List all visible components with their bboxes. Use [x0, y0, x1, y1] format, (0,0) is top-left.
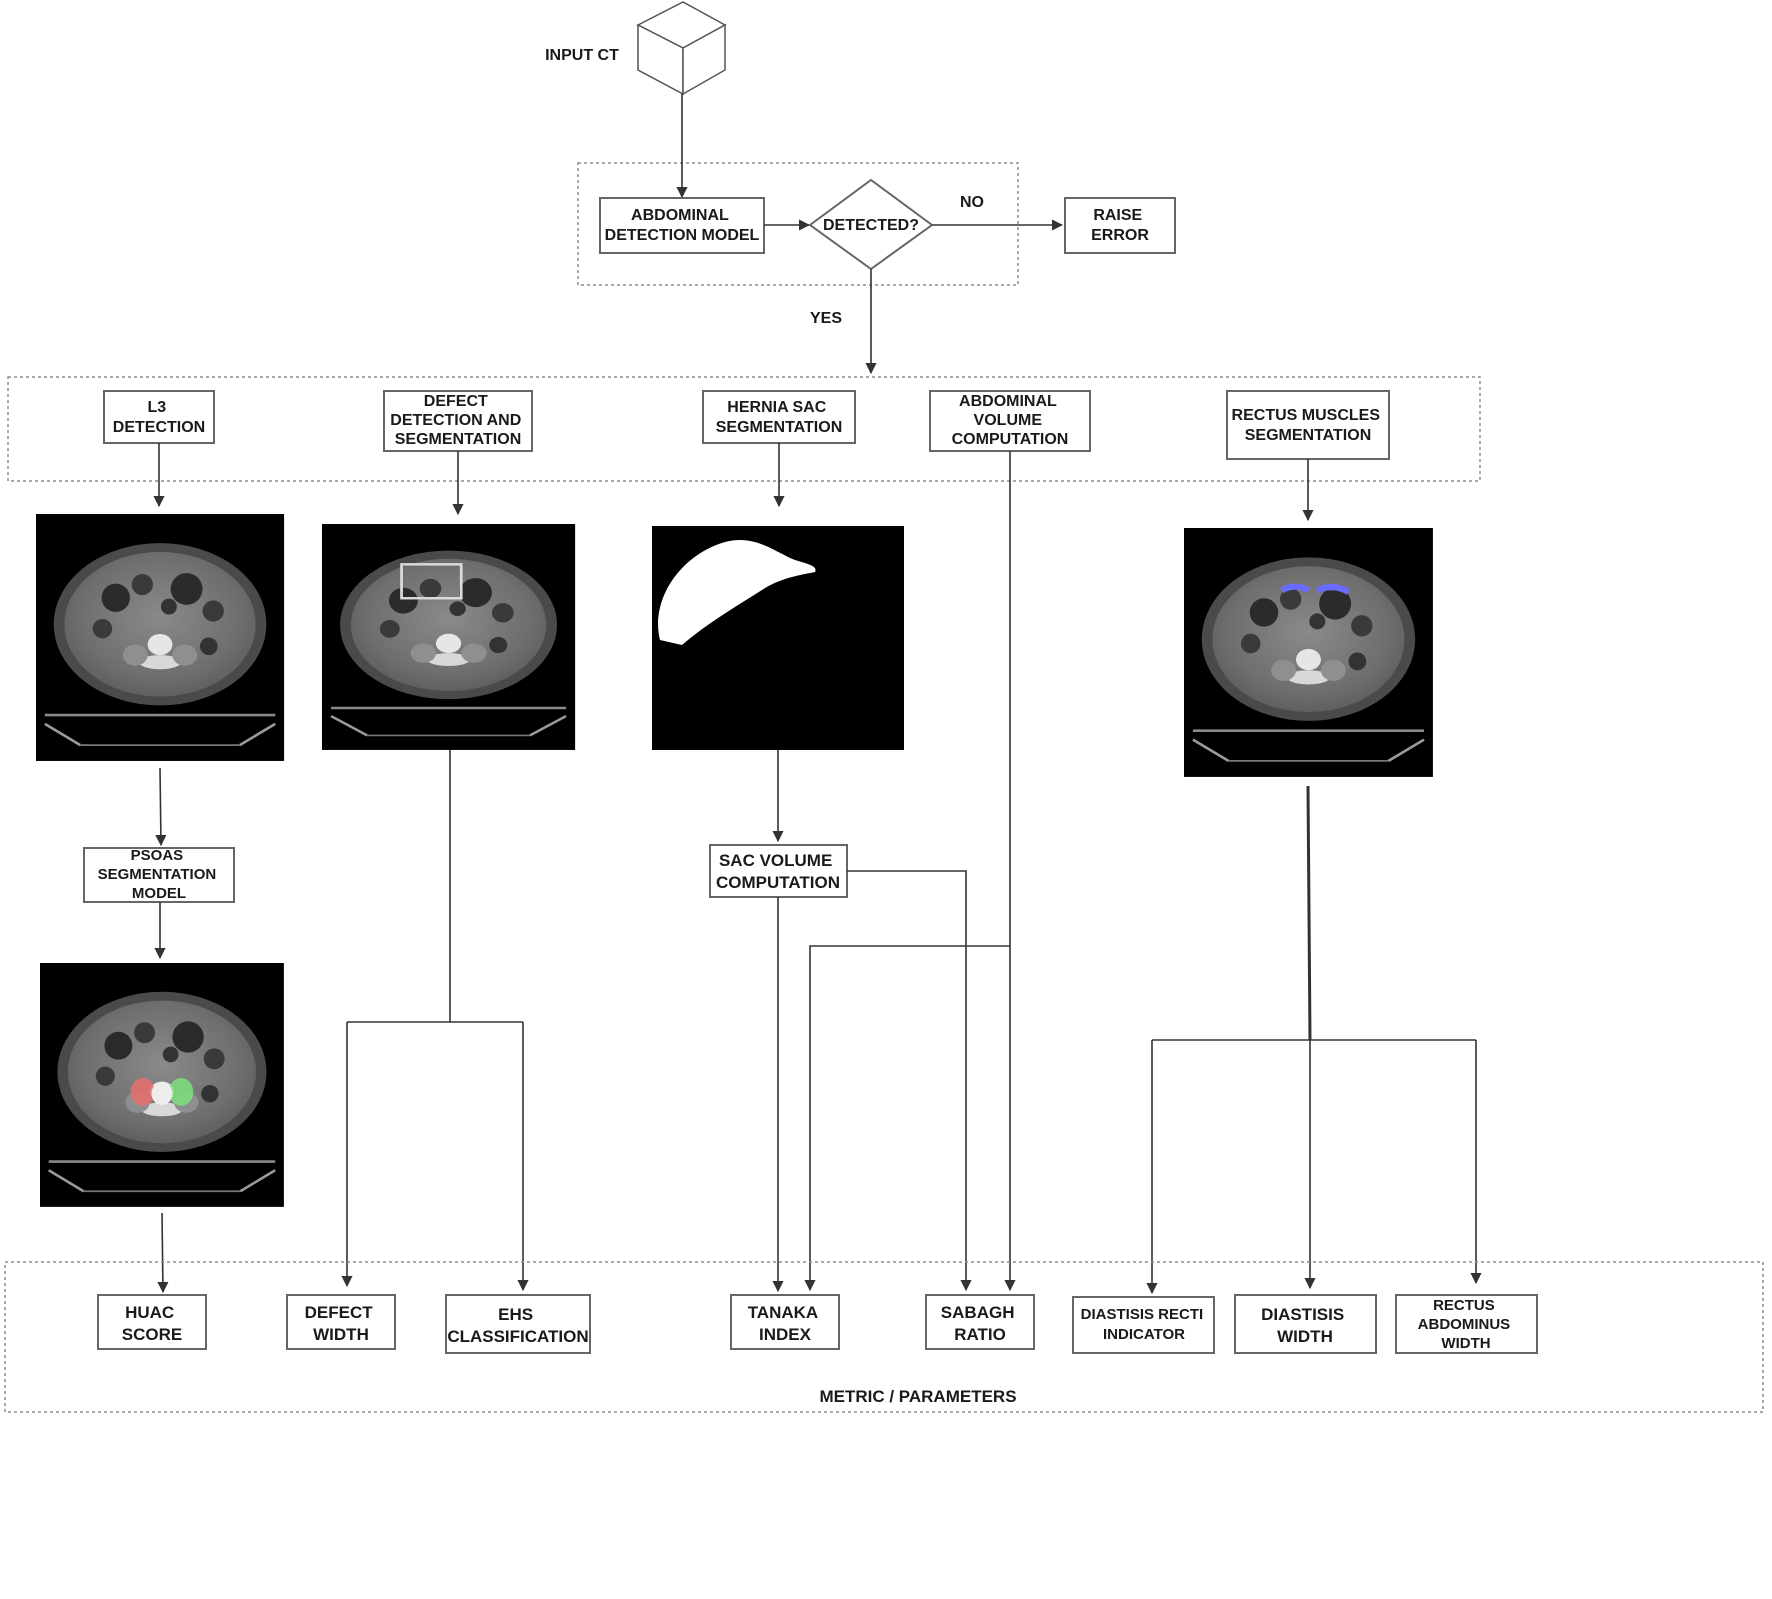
no-branch-label: NO [960, 194, 984, 211]
defect-detection-label: DEFECT DETECTION AND SEGMENTATION [390, 393, 525, 448]
abdominal-detection-model-label: ABDOMINAL DETECTION MODEL [605, 207, 760, 244]
sabagh-ratio-box [925, 1294, 1035, 1350]
input-ct-cube-icon [636, 1, 727, 96]
huac-score-label: HUAC SCORE [122, 1303, 182, 1344]
metrics-footer-label: METRIC / PARAMETERS [819, 1387, 1016, 1406]
diastasis-recti-indicator-label: DIASTISIS RECTI INDICATOR [1081, 1306, 1208, 1343]
rectus-ct-scan-image [1182, 526, 1435, 779]
raise-error-box [1064, 197, 1176, 254]
defect-width-box [286, 1294, 396, 1350]
defect-ct-scan-image [320, 522, 577, 752]
huac-score-box [97, 1294, 207, 1350]
rectus-abdominus-width-box [1395, 1294, 1538, 1354]
l3-detection-label: L3 DETECTION [113, 399, 205, 436]
hernia-sac-mask-image [652, 526, 904, 750]
abdominal-volume-computation-label: ABDOMINAL VOLUME COMPUTATION [952, 393, 1069, 448]
detection-stage-group [577, 162, 1019, 286]
l3-ct-scan-image [34, 512, 286, 763]
rectus-muscles-segmentation-label: RECTUS MUSCLES SEGMENTATION [1232, 407, 1385, 444]
psoas-segmentation-model-box [83, 847, 235, 903]
sac-volume-computation-box [709, 844, 848, 898]
hernia-sac-segmentation-box [702, 390, 856, 444]
sabagh-ratio-label: SABAGH RATIO [941, 1303, 1019, 1344]
defect-width-label: DEFECT WIDTH [305, 1303, 378, 1344]
yes-branch-label: YES [810, 310, 842, 327]
metrics-group [4, 1261, 1764, 1413]
rectus-abdominus-width-label: RECTUS ABDOMINUS WIDTH [1418, 1297, 1515, 1352]
analysis-modules-group [7, 376, 1481, 482]
diastasis-recti-indicator-box [1072, 1296, 1215, 1354]
tanaka-index-box [730, 1294, 840, 1350]
abdominal-volume-computation-box [929, 390, 1091, 452]
psoas-ct-scan-image [38, 961, 286, 1209]
rectus-muscles-segmentation-box [1226, 390, 1390, 460]
ehs-classification-box [445, 1294, 591, 1354]
input-ct-label: INPUT CT [545, 47, 619, 64]
flow-connectors [153, 94, 1482, 1295]
defect-detection-box [383, 390, 533, 452]
ehs-classification-label: EHS CLASSIFICATION [447, 1305, 588, 1346]
tanaka-index-label: TANAKA INDEX [748, 1303, 823, 1344]
diastasis-width-label: DIASTISIS WIDTH [1261, 1305, 1349, 1346]
hernia-sac-segmentation-label: HERNIA SAC SEGMENTATION [716, 399, 843, 436]
sac-volume-computation-label: SAC VOLUME COMPUTATION [716, 851, 840, 892]
detected-decision-label: DETECTED? [823, 217, 919, 234]
diastasis-width-box [1234, 1294, 1377, 1354]
psoas-segmentation-model-label: PSOAS SEGMENTATION MODEL [98, 847, 221, 902]
raise-error-label: RAISE ERROR [1091, 207, 1149, 244]
